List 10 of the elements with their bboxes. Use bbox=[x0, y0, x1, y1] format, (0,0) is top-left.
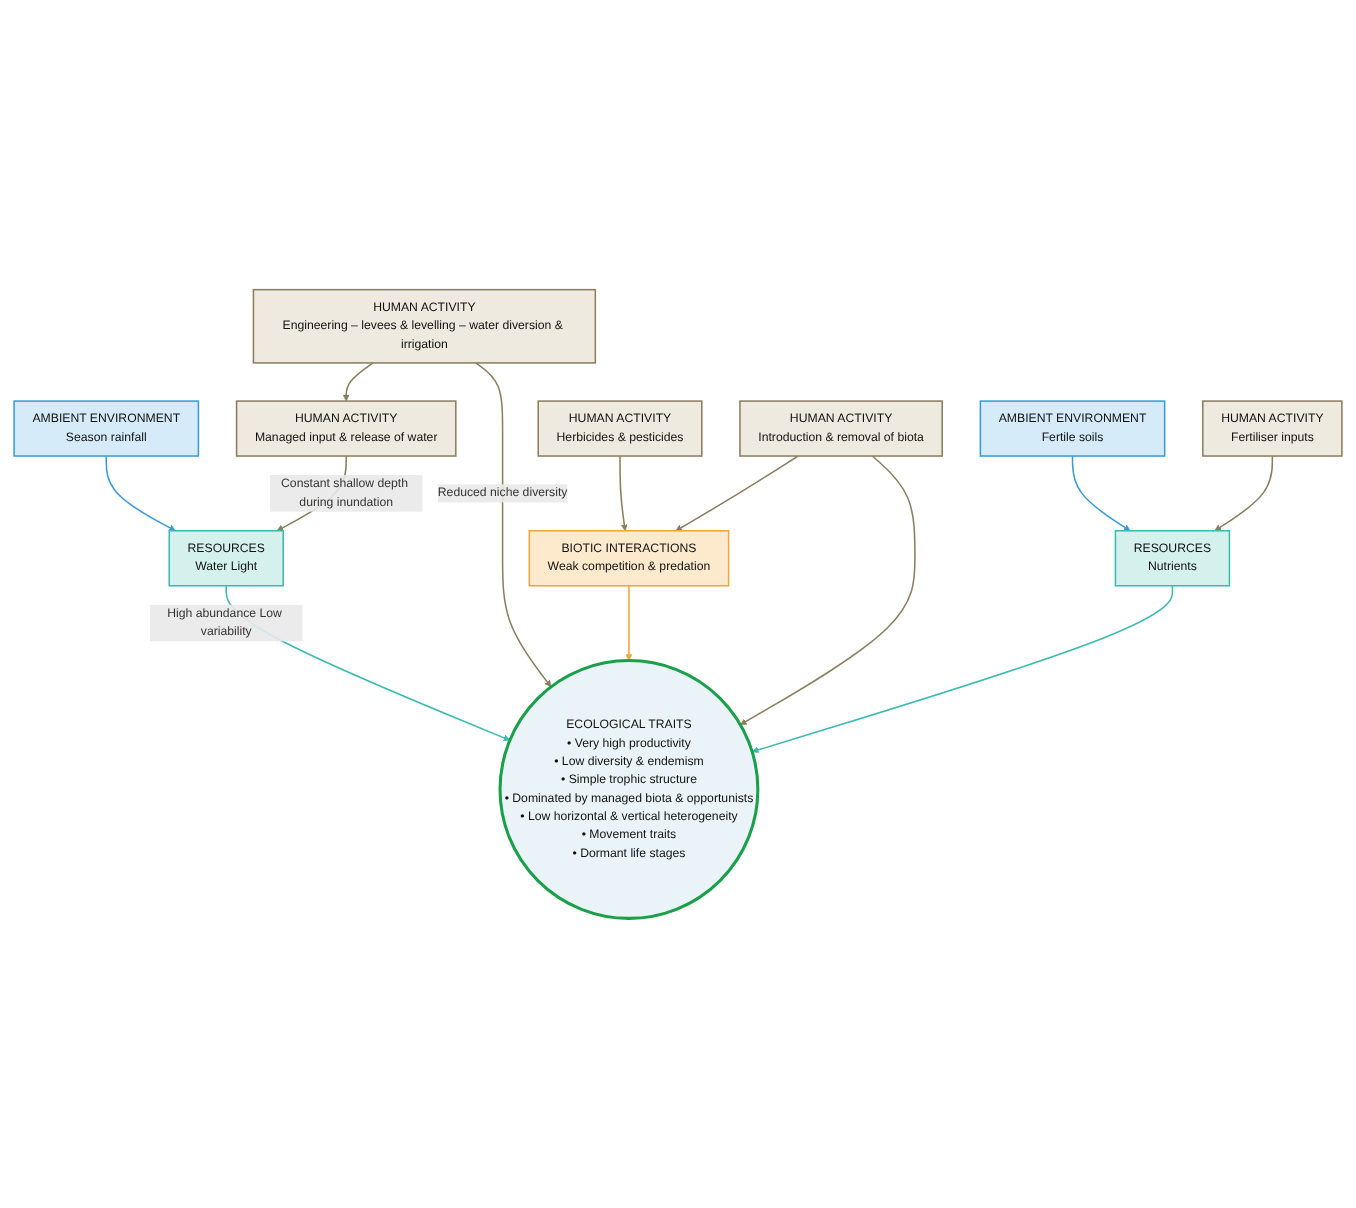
arrow bbox=[475, 362, 552, 688]
arrow bbox=[751, 585, 1174, 754]
arrow bbox=[675, 455, 799, 532]
arrow bbox=[1071, 455, 1131, 532]
arrow bbox=[740, 455, 916, 725]
arrow bbox=[342, 362, 374, 402]
arrow bbox=[625, 585, 633, 661]
arrow bbox=[619, 455, 628, 532]
arrow bbox=[105, 455, 176, 532]
arrow bbox=[1214, 455, 1274, 532]
